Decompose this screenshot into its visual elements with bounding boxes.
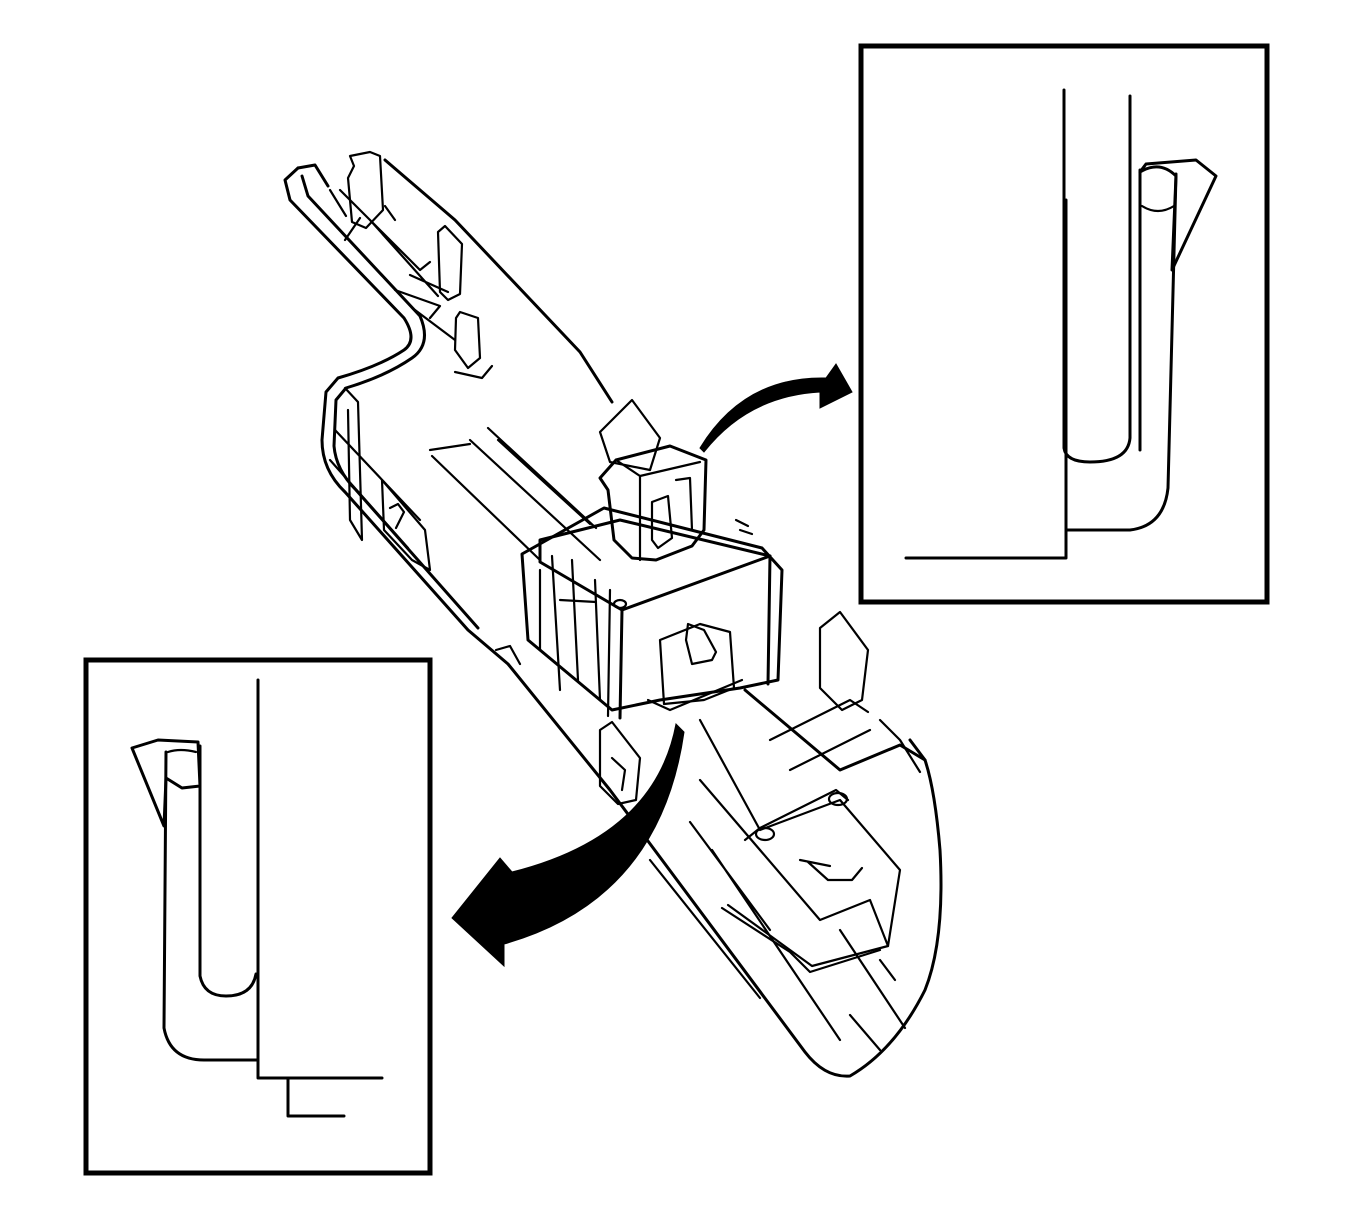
curved-arrow-icon (699, 363, 853, 453)
detail-view-upper (858, 43, 1270, 605)
detail-view-lower (83, 657, 433, 1176)
trim-panel (283, 150, 943, 1078)
switch-connector (520, 444, 784, 720)
curved-arrow-icon (451, 722, 685, 968)
